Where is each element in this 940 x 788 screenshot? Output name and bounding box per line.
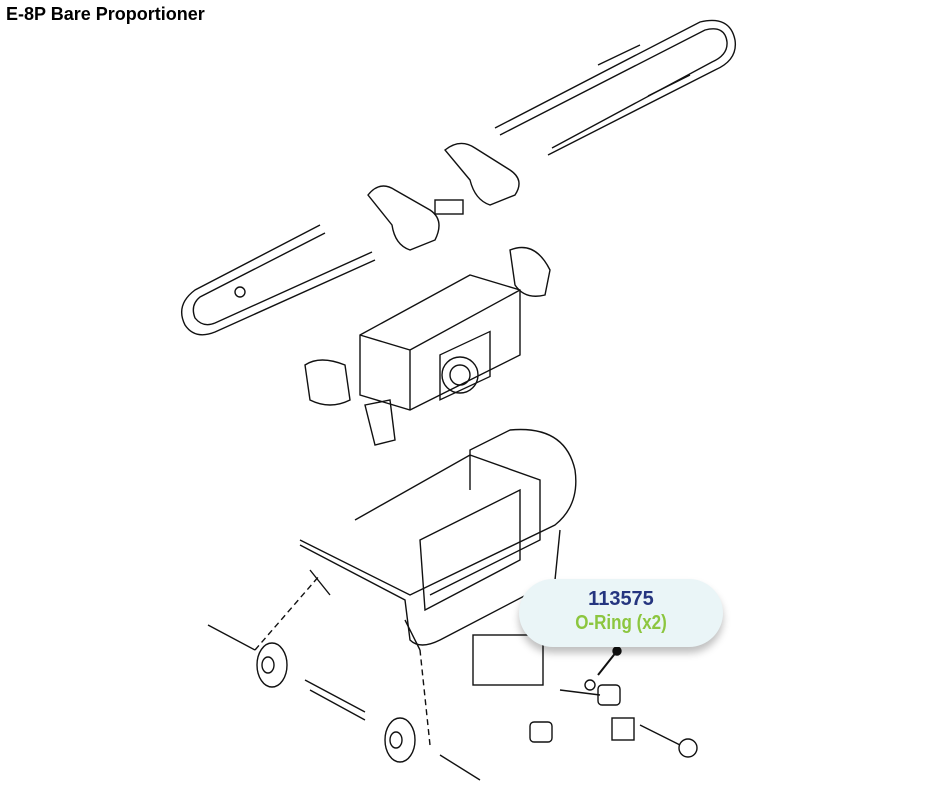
bracket-parts	[367, 142, 520, 251]
wheel-parts	[207, 574, 481, 781]
motor-assembly-part	[304, 246, 551, 446]
part-number: 113575	[588, 588, 654, 610]
left-handle-part	[181, 224, 376, 336]
cart-frame-part	[299, 428, 577, 686]
page-title: E-8P Bare Proportioner	[6, 4, 205, 24]
callout-leader	[597, 646, 622, 676]
upper-handle-part	[494, 19, 737, 156]
part-description: O-Ring (x2)	[575, 612, 667, 634]
part-callout: 113575 O-Ring (x2)	[519, 579, 723, 647]
fitting-parts	[529, 679, 698, 758]
